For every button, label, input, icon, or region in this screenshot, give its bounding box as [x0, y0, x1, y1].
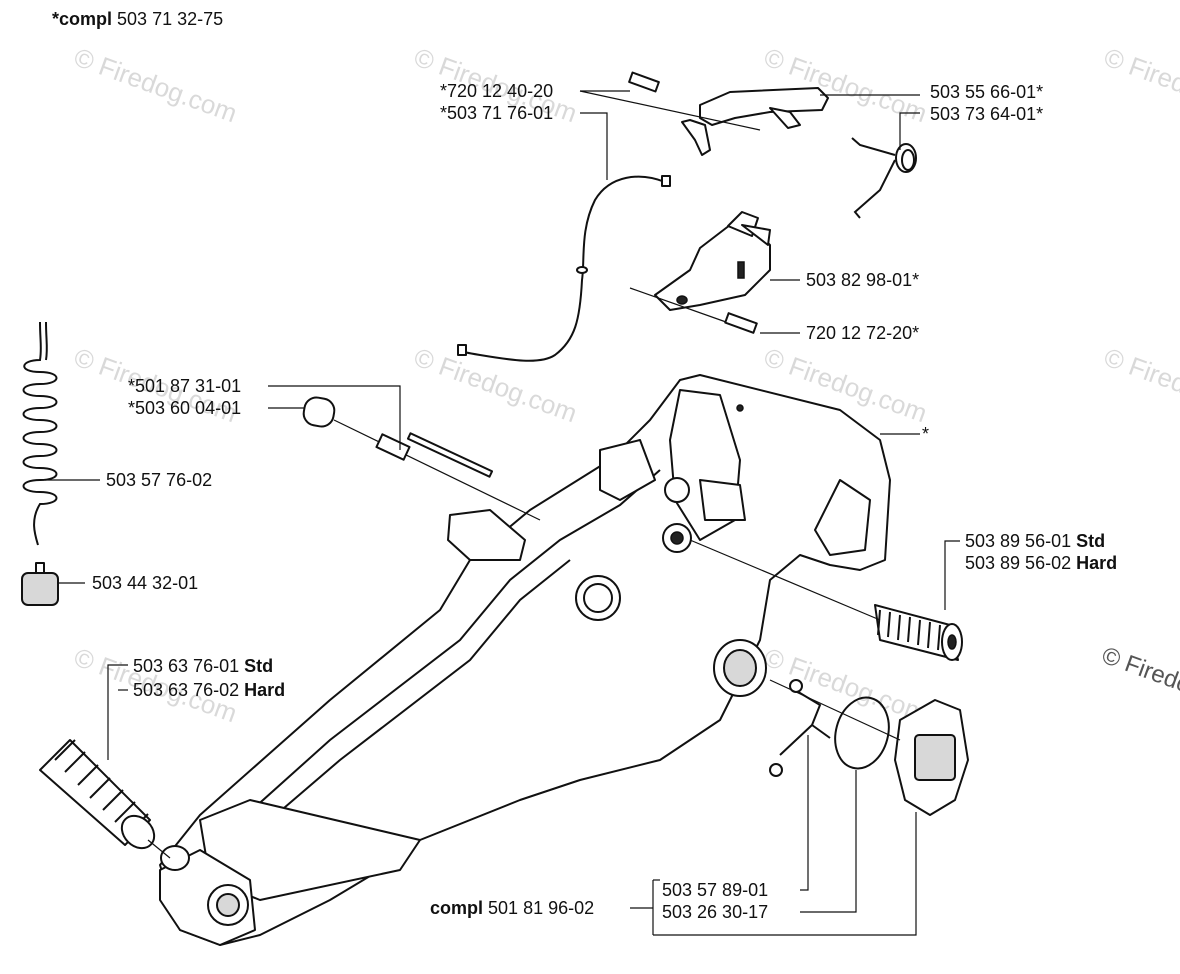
trigger-spring	[851, 137, 917, 219]
part-number: 503 63 76-02	[133, 680, 240, 700]
part-number: 503 63 76-01	[133, 656, 240, 676]
part-variant: Std	[244, 656, 274, 676]
callout-throttle-cable: *503 71 76-01	[440, 103, 554, 123]
part-variant: Std	[1076, 531, 1106, 551]
throttle-cable	[457, 175, 671, 362]
callout-oil-cap-assembly: compl 501 81 96-02	[430, 898, 594, 918]
anti-vibration-spring-left	[39, 739, 171, 859]
rear-handle-tank-body	[159, 374, 891, 946]
callout-pin-upper: *720 12 40-20	[440, 81, 554, 101]
tank-vent-assembly	[302, 396, 541, 521]
leader-lines	[45, 90, 960, 936]
callout-trigger-spring: 503 73 64-01*	[930, 104, 1044, 124]
throttle-trigger	[579, 71, 829, 156]
callout-o-ring: 503 26 30-17	[662, 902, 769, 922]
assembly-title: *compl 503 71 32-75	[52, 9, 223, 29]
callout-handle-asterisk: *	[922, 424, 930, 444]
callout-throttle-lockout: 503 82 98-01*	[806, 270, 920, 290]
callout-fuel-filter: 503 44 32-01	[92, 573, 199, 593]
callout-oil-cap-strap: 503 57 89-01	[662, 880, 769, 900]
title-number: 503 71 32-75	[117, 9, 224, 29]
callout-av-spring-left-std: 503 63 76-01 Std	[133, 656, 273, 676]
callout-av-spring-left-hard: 503 63 76-02 Hard	[133, 680, 285, 700]
part-number: 503 89 56-02	[965, 553, 1072, 573]
fuel-hose-coil	[22, 321, 58, 546]
assembly-prefix: compl	[430, 898, 484, 918]
callout-fuel-hose: 503 57 76-02	[106, 470, 213, 490]
part-number: 503 89 56-01	[965, 531, 1072, 551]
callout-av-spring-right-hard: 503 89 56-02 Hard	[965, 553, 1117, 573]
callout-tank-vent: *501 87 31-01	[128, 376, 242, 396]
title-prefix: *compl	[52, 9, 113, 29]
oil-cap-assembly	[769, 679, 969, 816]
part-variant: Hard	[1076, 553, 1118, 573]
fuel-filter	[21, 562, 59, 606]
part-variant: Hard	[244, 680, 286, 700]
callout-av-spring-right-std: 503 89 56-01 Std	[965, 531, 1105, 551]
throttle-lockout	[629, 211, 771, 334]
anti-vibration-spring-right	[689, 539, 963, 661]
part-number: 501 81 96-02	[488, 898, 595, 918]
callout-throttle-trigger: 503 55 66-01*	[930, 82, 1044, 102]
callout-buffer: *503 60 04-01	[128, 398, 242, 418]
callout-pin-lower: 720 12 72-20*	[806, 323, 920, 343]
